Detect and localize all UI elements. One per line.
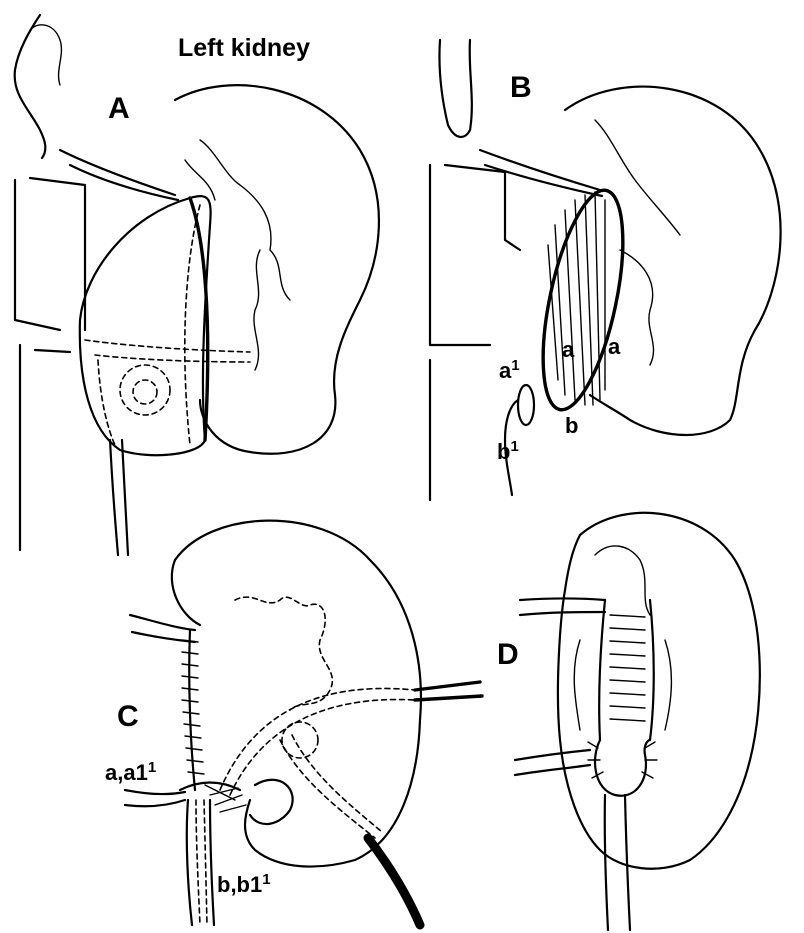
label-c-a-a1: a,a11 — [105, 759, 156, 786]
panel-a: A — [13, 13, 381, 557]
label-b-a1: a1 — [499, 357, 520, 384]
label-b-b: b — [565, 413, 578, 438]
label-c-b-b1: b,b11 — [217, 871, 271, 898]
panel-b-letter: B — [510, 71, 532, 104]
figure-title: Left kidney — [178, 34, 310, 62]
cut-surface — [541, 188, 625, 412]
panel-c: C a,a11 b,b11 — [105, 519, 484, 930]
panel-d-letter: D — [497, 638, 519, 671]
ureter-stump — [516, 383, 536, 427]
panel-a-letter: A — [108, 92, 130, 125]
label-b-a-inner: a — [562, 337, 575, 362]
panel-d: D — [497, 511, 761, 932]
panel-b: B a a b a1 b1 — [428, 38, 782, 502]
label-b-b1: b1 — [497, 438, 519, 465]
panel-c-letter: C — [117, 700, 139, 733]
label-b-a-outer: a — [608, 334, 621, 359]
